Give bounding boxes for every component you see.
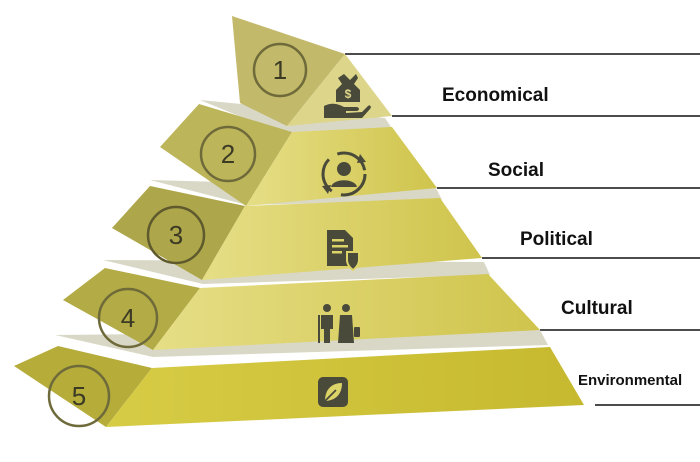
label-environmental: Environmental <box>578 372 683 389</box>
badge-2: 2 <box>199 125 257 183</box>
tier-3-side <box>112 186 245 280</box>
money-hand-icon: $ <box>324 74 371 118</box>
tier-1-side <box>232 16 345 126</box>
leader-lines <box>345 53 700 406</box>
badge-4-number: 4 <box>121 303 135 333</box>
label-environmental-clip: Environmental <box>578 372 700 394</box>
leaf-icon <box>318 377 348 407</box>
badge-3-number: 3 <box>169 220 183 250</box>
badge-5: 5 <box>47 364 111 428</box>
tier-5-side <box>14 346 152 427</box>
label-economical: Economical <box>442 85 549 106</box>
user-refresh-icon <box>321 151 367 197</box>
label-political: Political <box>520 229 593 250</box>
tier-4-side <box>63 268 200 350</box>
badge-4: 4 <box>97 287 159 349</box>
badge-1-number: 1 <box>273 55 287 85</box>
badge-3: 3 <box>146 205 206 265</box>
people-icon <box>318 304 360 343</box>
label-social: Social <box>488 160 544 181</box>
tier-4 <box>63 268 540 350</box>
svg-text:$: $ <box>345 87 352 101</box>
label-cultural: Cultural <box>561 298 633 319</box>
tier-4-front <box>153 274 540 350</box>
tier-2-side <box>160 104 292 206</box>
badge-5-number: 5 <box>72 381 86 411</box>
tier-5 <box>14 346 584 427</box>
document-shield-icon <box>327 230 360 272</box>
badge-2-number: 2 <box>221 139 235 169</box>
badge-1: 1 <box>252 42 308 98</box>
